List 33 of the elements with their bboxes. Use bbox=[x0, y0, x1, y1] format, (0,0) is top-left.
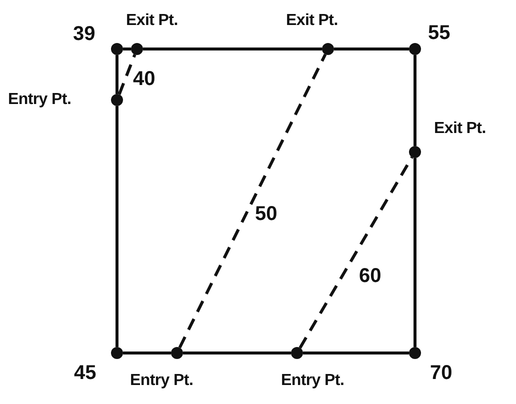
dashed-line bbox=[118, 54, 136, 95]
point-dot bbox=[111, 94, 123, 106]
value-label: 45 bbox=[74, 362, 96, 384]
point-label: Entry Pt. bbox=[281, 372, 344, 390]
solid-line bbox=[303, 352, 409, 354]
solid-line bbox=[116, 106, 118, 347]
point-dot bbox=[131, 43, 143, 55]
solid-line bbox=[143, 48, 322, 50]
value-label: 39 bbox=[73, 23, 96, 45]
point-dot bbox=[409, 347, 421, 359]
solid-line bbox=[183, 352, 291, 354]
point-dot bbox=[171, 347, 183, 359]
dashed-line bbox=[298, 156, 414, 349]
point-dot bbox=[322, 43, 334, 55]
point-dot bbox=[409, 43, 421, 55]
solid-line bbox=[334, 48, 409, 50]
point-label: Exit Pt. bbox=[286, 12, 338, 30]
point-dot bbox=[111, 347, 123, 359]
value-label: 70 bbox=[430, 362, 452, 384]
solid-line bbox=[116, 55, 118, 94]
solid-line bbox=[123, 48, 131, 50]
point-label: Entry Pt. bbox=[130, 372, 194, 390]
point-label: Entry Pt. bbox=[8, 91, 72, 109]
point-label: Exit Pt. bbox=[126, 12, 178, 30]
point-dot bbox=[111, 43, 123, 55]
dashed-line bbox=[178, 54, 327, 348]
solid-line bbox=[414, 158, 416, 347]
point-dot bbox=[291, 347, 303, 359]
point-label: Exit Pt. bbox=[434, 120, 486, 138]
solid-line bbox=[414, 55, 416, 146]
solid-line bbox=[123, 352, 171, 354]
point-dot bbox=[409, 146, 421, 158]
value-label: 55 bbox=[428, 22, 450, 44]
